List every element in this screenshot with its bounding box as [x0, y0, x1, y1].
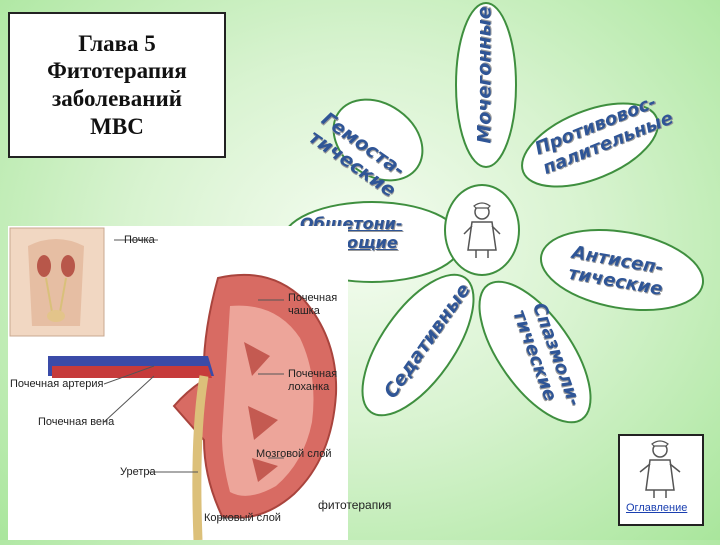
- label-cortex: Корковый слой: [204, 512, 281, 524]
- kidney-anatomy-panel: Почка Почечная чашка Почечная артерия По…: [8, 226, 348, 540]
- label-renal-artery: Почечная артерия: [10, 378, 103, 390]
- label-renal-vein: Почечная вена: [38, 416, 114, 428]
- label-ureter: Уретра: [120, 466, 156, 478]
- label-kidney: Почка: [124, 234, 155, 246]
- label-pelvis-line1: Почечная: [288, 368, 337, 381]
- doctor-figure-icon: [460, 200, 504, 260]
- toc-link[interactable]: Оглавление: [626, 502, 687, 514]
- label-medulla: Мозговой слой: [256, 448, 332, 460]
- label-calyx-line1: Почечная: [288, 292, 337, 305]
- doctor-nav-icon: [620, 436, 702, 502]
- label-calyx: Почечная чашка: [288, 292, 337, 318]
- petal-diuretic-label: Мочегонные: [474, 6, 496, 143]
- label-calyx-line2: чашка: [288, 305, 337, 318]
- footer-caption: фитотерапия: [318, 498, 391, 512]
- label-pelvis-line2: лоханка: [288, 381, 337, 394]
- label-renal-pelvis: Почечная лоханка: [288, 368, 337, 394]
- flower-center: [444, 184, 520, 276]
